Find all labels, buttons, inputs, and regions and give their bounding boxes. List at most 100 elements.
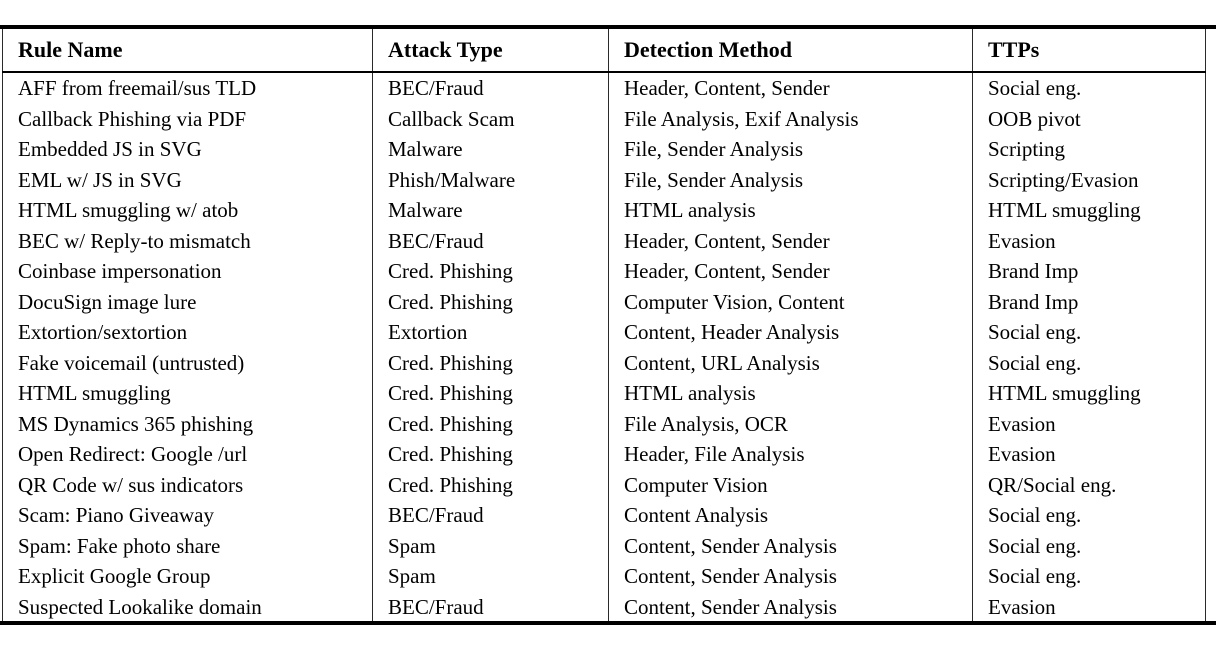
column-header-ttps: TTPs [972, 29, 1206, 73]
table-cell: BEC/Fraud [372, 72, 609, 104]
table-cell: Scripting/Evasion [972, 164, 1206, 195]
table-cell: Social eng. [972, 561, 1206, 592]
table-cell: Spam [372, 530, 609, 561]
header-row: Rule Name Attack Type Detection Method T… [2, 29, 1206, 73]
table-cell: File, Sender Analysis [608, 134, 973, 165]
table-cell: BEC/Fraud [372, 591, 609, 622]
table-cell: Cred. Phishing [372, 469, 609, 500]
table-cell: Phish/Malware [372, 164, 609, 195]
table-cell: Header, File Analysis [608, 439, 973, 470]
table-cell: Content Analysis [608, 500, 973, 531]
table-cell: BEC/Fraud [372, 500, 609, 531]
table-cell: Content, Sender Analysis [608, 591, 973, 622]
table-cell: AFF from freemail/sus TLD [2, 72, 373, 104]
table-cell: Cred. Phishing [372, 286, 609, 317]
table-cell: Social eng. [972, 347, 1206, 378]
table-row: Fake voicemail (untrusted)Cred. Phishing… [2, 347, 1206, 378]
table-cell: HTML smuggling w/ atob [2, 195, 373, 226]
table-bottom-rule [0, 621, 1216, 625]
table-cell: Suspected Lookalike domain [2, 591, 373, 622]
table-cell: Cred. Phishing [372, 378, 609, 409]
table-cell: HTML smuggling [972, 195, 1206, 226]
table-cell: Evasion [972, 591, 1206, 622]
table-cell: Social eng. [972, 72, 1206, 104]
table-cell: BEC/Fraud [372, 225, 609, 256]
table-cell: Content, Sender Analysis [608, 530, 973, 561]
table-header: Rule Name Attack Type Detection Method T… [2, 29, 1206, 73]
table-cell: HTML smuggling [2, 378, 373, 409]
table-cell: Scripting [972, 134, 1206, 165]
table-cell: Open Redirect: Google /url [2, 439, 373, 470]
table-cell: Computer Vision, Content [608, 286, 973, 317]
table-cell: Spam: Fake photo share [2, 530, 373, 561]
email-detection-rules-table: Rule Name Attack Type Detection Method T… [2, 29, 1206, 622]
table-cell: Cred. Phishing [372, 256, 609, 287]
table-cell: Social eng. [972, 500, 1206, 531]
table-cell: File, Sender Analysis [608, 164, 973, 195]
table-cell: HTML analysis [608, 378, 973, 409]
table-cell: Brand Imp [972, 286, 1206, 317]
table-cell: Header, Content, Sender [608, 256, 973, 287]
table-cell: Social eng. [972, 317, 1206, 348]
table-cell: MS Dynamics 365 phishing [2, 408, 373, 439]
table-cell: Spam [372, 561, 609, 592]
table-cell: Evasion [972, 225, 1206, 256]
table-cell: Header, Content, Sender [608, 225, 973, 256]
table-cell: Social eng. [972, 530, 1206, 561]
table-cell: EML w/ JS in SVG [2, 164, 373, 195]
table-cell: Evasion [972, 439, 1206, 470]
table-cell: Brand Imp [972, 256, 1206, 287]
table-cell: Content, Header Analysis [608, 317, 973, 348]
column-header-attack-type: Attack Type [372, 29, 609, 73]
table-cell: DocuSign image lure [2, 286, 373, 317]
table-cell: Embedded JS in SVG [2, 134, 373, 165]
table-cell: Evasion [972, 408, 1206, 439]
table-cell: BEC w/ Reply-to mismatch [2, 225, 373, 256]
column-header-detection-method: Detection Method [608, 29, 973, 73]
table-cell: Cred. Phishing [372, 347, 609, 378]
table-cell: Malware [372, 134, 609, 165]
table-cell: Callback Phishing via PDF [2, 103, 373, 134]
table-cell: Scam: Piano Giveaway [2, 500, 373, 531]
table-cell: File Analysis, Exif Analysis [608, 103, 973, 134]
table-cell: QR Code w/ sus indicators [2, 469, 373, 500]
table-cell: File Analysis, OCR [608, 408, 973, 439]
table-cell: QR/Social eng. [972, 469, 1206, 500]
table-cell: Computer Vision [608, 469, 973, 500]
table-cell: HTML analysis [608, 195, 973, 226]
table-cell: Explicit Google Group [2, 561, 373, 592]
table-top-rule [0, 25, 1216, 29]
table-cell: Extortion/sextortion [2, 317, 373, 348]
table-cell: OOB pivot [972, 103, 1206, 134]
table-cell: Fake voicemail (untrusted) [2, 347, 373, 378]
table-cell: Malware [372, 195, 609, 226]
table-cell: Extortion [372, 317, 609, 348]
table-cell: Cred. Phishing [372, 439, 609, 470]
table-cell: Header, Content, Sender [608, 72, 973, 104]
table-cell: HTML smuggling [972, 378, 1206, 409]
table-cell: Cred. Phishing [372, 408, 609, 439]
table-cell: Content, URL Analysis [608, 347, 973, 378]
table-cell: Coinbase impersonation [2, 256, 373, 287]
table-cell: Content, Sender Analysis [608, 561, 973, 592]
column-header-rule-name: Rule Name [2, 29, 373, 73]
table-cell: Callback Scam [372, 103, 609, 134]
